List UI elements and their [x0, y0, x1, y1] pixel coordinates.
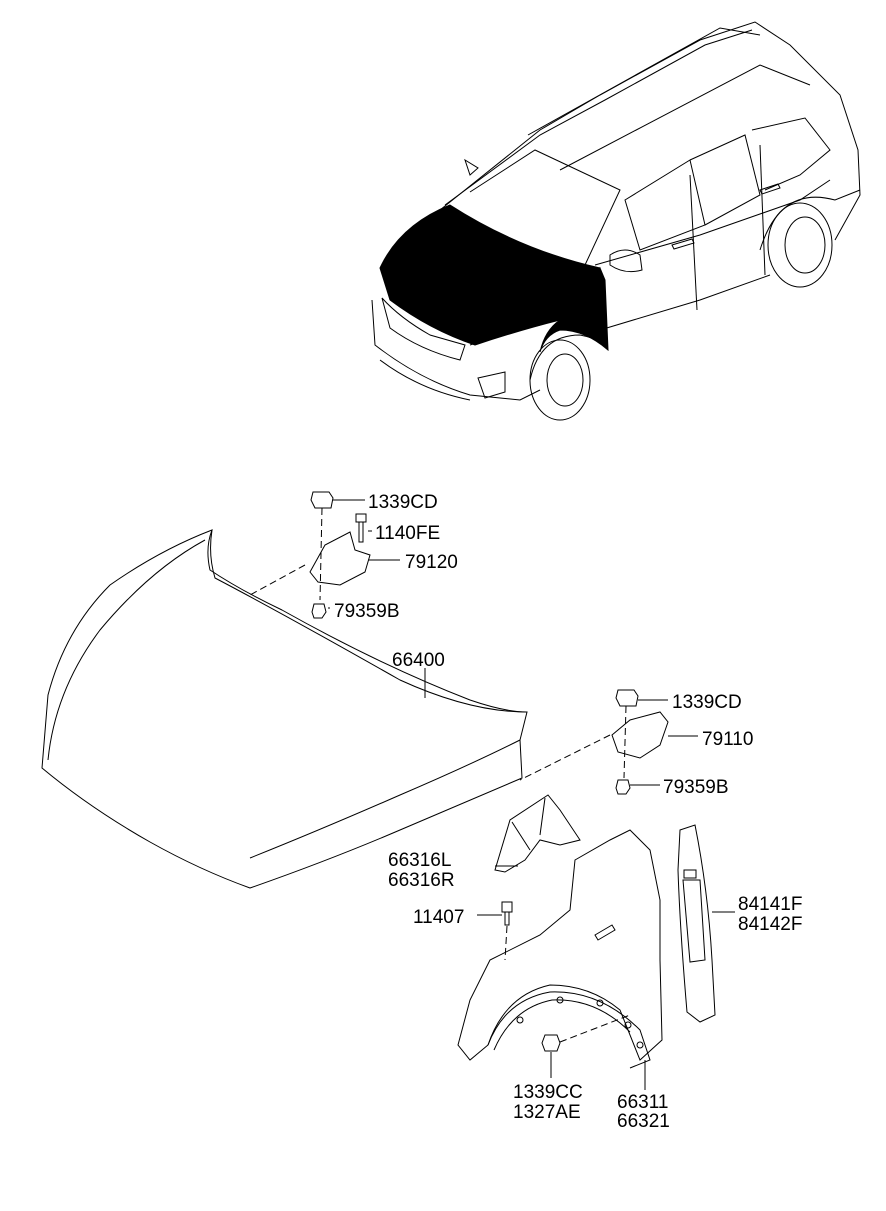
- label-66316r: 66316R: [388, 870, 455, 891]
- nut-79359b-upper-shape: [311, 603, 327, 619]
- clip-1339cc: [541, 1014, 631, 1052]
- label-11407: 11407: [413, 907, 464, 928]
- label-79120: 79120: [405, 552, 458, 573]
- front-fender: [457, 829, 663, 1069]
- label-1339cd-upper: 1339CD: [368, 492, 438, 513]
- label-1339cd-lower: 1339CD: [672, 692, 742, 713]
- label-66321: 66321: [617, 1111, 670, 1132]
- hinge-79120-shape: [309, 531, 371, 586]
- label-1140fe: 1140FE: [375, 523, 440, 544]
- label-66400: 66400: [392, 650, 445, 671]
- upper-hinge-group: [249, 491, 371, 619]
- fender-bracket: [494, 794, 581, 873]
- label-79110: 79110: [702, 729, 753, 750]
- label-1339cc: 1339CC: [513, 1082, 583, 1103]
- label-84141f: 84141F: [738, 894, 802, 915]
- label-66311: 66311: [617, 1092, 668, 1113]
- callout-labels: 1339CD 1140FE 79120 79359B 66400 1339CD …: [334, 492, 802, 1132]
- fender-garnish: [677, 824, 716, 1023]
- bolt-11407: [501, 901, 513, 961]
- label-1327ae: 1327AE: [513, 1102, 581, 1123]
- bolt-1140fe-shape: [355, 513, 367, 543]
- hood-panel: [41, 529, 528, 889]
- label-66316l: 66316L: [388, 850, 451, 871]
- label-84142f: 84142F: [738, 914, 802, 935]
- leader-lines: [328, 499, 735, 1090]
- label-79359b-lower: 79359B: [663, 777, 729, 798]
- vehicle-illustration: [371, 21, 861, 421]
- nut-1339cd-upper-shape: [310, 491, 334, 509]
- label-79359b-upper: 79359B: [334, 601, 400, 622]
- lower-hinge-group: [519, 689, 669, 795]
